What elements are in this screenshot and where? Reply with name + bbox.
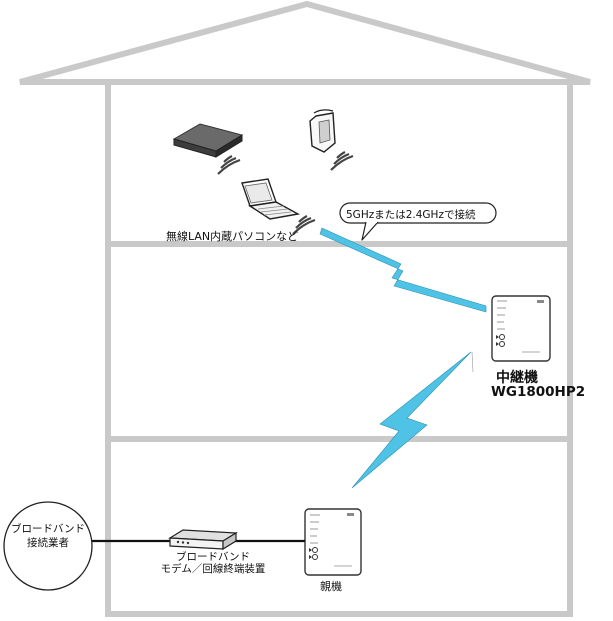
repeater-model-label: WG1800HP2 xyxy=(491,384,586,400)
isp-label-line1: ブロードバンド xyxy=(10,523,86,535)
laptop-wifi-icon xyxy=(292,215,316,235)
house-walls xyxy=(105,84,573,617)
wireless-devices-label: 無線LAN内蔵パソコンなど xyxy=(166,230,299,243)
repeater-device xyxy=(491,295,551,362)
smartphone-wifi-icon xyxy=(330,151,354,171)
repeater-name-label: 中継機 xyxy=(496,370,538,386)
router-device xyxy=(172,123,244,158)
wireless-link-lower-edge xyxy=(471,351,474,373)
modem-device xyxy=(168,529,238,551)
parent-device xyxy=(304,508,362,576)
house-roof xyxy=(19,0,591,85)
isp-label: ブロードバンド 接続業者 xyxy=(6,522,90,550)
router-wifi-icon xyxy=(217,155,241,175)
modem-label-line2: モデム／回線終端装置 xyxy=(160,563,266,575)
wireless-link-lower xyxy=(351,351,472,489)
laptop-device xyxy=(241,178,301,220)
wireless-link-upper xyxy=(319,227,487,313)
band-bubble-label: 5GHzまたは2.4GHzで接続 xyxy=(346,209,476,221)
isp-label-line2: 接続業者 xyxy=(27,537,69,549)
modem-label-line1: ブロードバンド xyxy=(175,551,251,563)
modem-label: ブロードバンド モデム／回線終端装置 xyxy=(138,551,288,575)
house-outline xyxy=(19,0,591,617)
smartphone-device xyxy=(309,109,336,153)
parent-unit-label: 親機 xyxy=(320,580,342,593)
isp-circle xyxy=(3,501,93,591)
band-bubble xyxy=(339,202,497,241)
